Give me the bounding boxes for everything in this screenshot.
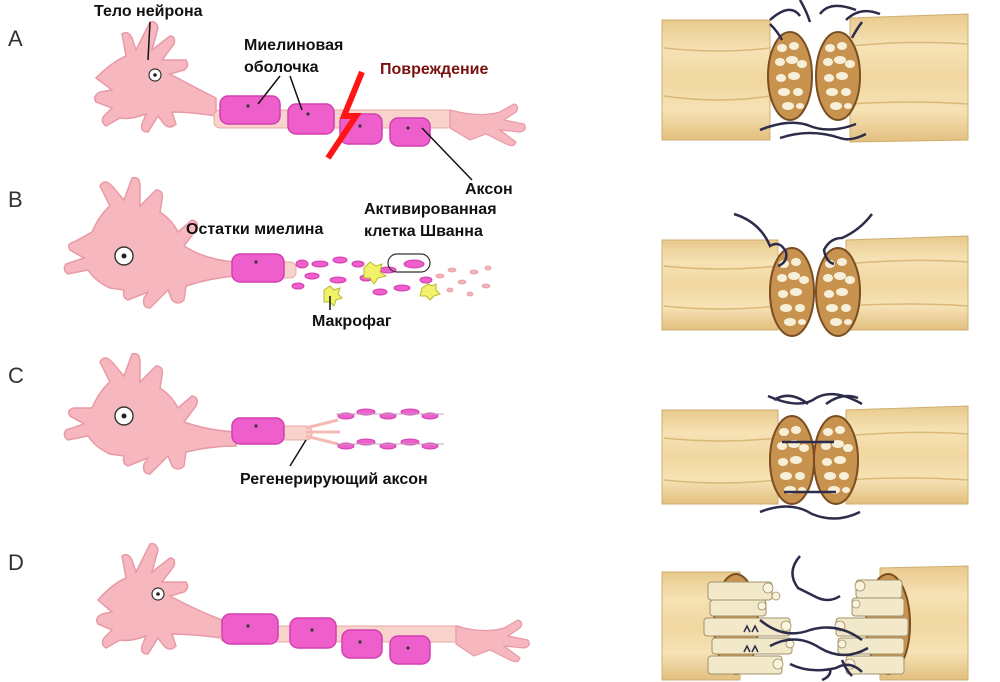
label-neuron-body: Тело нейрона [94, 3, 203, 20]
myelin-segment [389, 117, 431, 147]
myelin-segment [231, 417, 285, 445]
neuron-c-soma [63, 352, 237, 475]
row-letter-c: C [8, 363, 24, 388]
neuron-a [93, 20, 526, 160]
label-regenerating-axon: Регенерирующий аксон [240, 471, 428, 488]
nerve-suture-panel-d [661, 555, 969, 682]
macrophage-icon [323, 261, 441, 307]
leader-line [289, 75, 303, 111]
row-letter-b: B [8, 187, 23, 212]
activated-schwann-outline [387, 253, 431, 273]
myelin-segment [287, 103, 335, 135]
label-myelin-sheath-1: Миелиновая [244, 37, 343, 54]
myelin-segment [231, 253, 285, 283]
label-axon: Аксон [465, 181, 513, 198]
myelin-segment [289, 617, 337, 649]
row-letter-d: D [8, 550, 24, 575]
neuron-d [95, 542, 530, 665]
nerve-suture-panel-c [661, 392, 969, 520]
leader-line [257, 75, 281, 105]
regenerating-axon-sprouts [305, 418, 340, 446]
nerve-suture-panel-a [661, 0, 969, 143]
suture-thread [759, 555, 869, 682]
row-letter-a: A [8, 26, 23, 51]
leader-line [147, 21, 151, 61]
label-macrophage: Макрофаг [312, 313, 392, 330]
myelin-segment [221, 613, 279, 645]
neuron-b [63, 176, 492, 309]
label-activated-schwann-2: клетка Шванна [364, 223, 483, 240]
leader-line [421, 127, 473, 181]
myelin-debris [291, 256, 433, 296]
myelin-segment [389, 635, 431, 665]
neuron-c [63, 352, 444, 475]
nerve-suture-panel-b [661, 212, 969, 337]
neuron-b-soma [63, 176, 237, 309]
label-activated-schwann-1: Активированная [364, 201, 497, 218]
label-damage: Повреждение [380, 61, 488, 78]
suture-thread [759, 0, 881, 141]
label-myelin-sheath-2: оболочка [244, 59, 319, 76]
damage-bolt-icon [325, 70, 365, 160]
label-myelin-debris: Остатки миелина [186, 221, 323, 238]
fascicle-bundles [703, 579, 909, 675]
suture-thread [759, 392, 863, 520]
axon-terminal-d [455, 619, 530, 663]
leader-line [289, 439, 307, 467]
suture-thread [733, 212, 873, 268]
axon-terminal-a [449, 103, 526, 147]
schwann-cell-band [337, 408, 439, 450]
myelin-segment [341, 629, 383, 659]
myelin-segment [219, 95, 281, 125]
